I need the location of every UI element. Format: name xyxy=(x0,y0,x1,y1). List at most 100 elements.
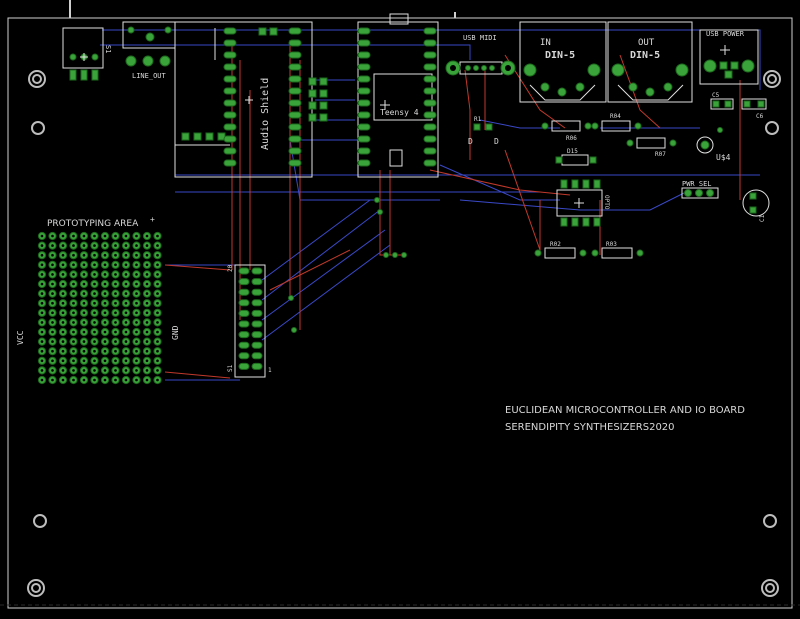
u4-label: U$4 xyxy=(716,153,731,162)
proto-pad-hole xyxy=(145,282,149,286)
proto-pad-hole xyxy=(114,369,117,372)
d-label-left: D xyxy=(468,137,473,146)
teensy-pads xyxy=(357,27,437,167)
capacitor-c1[interactable]: C1 xyxy=(742,189,770,222)
board-subtitle: SERENDIPITY SYNTHESIZERS2020 xyxy=(505,422,675,433)
teensy-module[interactable]: Teensy 4 xyxy=(357,13,439,178)
resistor-r1[interactable]: R1 D D xyxy=(468,116,499,146)
proto-pad-hole xyxy=(72,301,75,305)
din-in-label: IN xyxy=(540,38,551,48)
proto-pad-hole xyxy=(40,359,44,363)
din5-out-connector[interactable]: OUT DIN-5 xyxy=(607,21,693,103)
proto-pad-hole xyxy=(72,321,75,324)
optocoupler-ic[interactable]: OPTO xyxy=(556,179,610,227)
pwr-sel-label: PWR_SEL xyxy=(682,180,712,188)
proto-pad-hole xyxy=(145,340,149,343)
proto-pad-hole xyxy=(135,301,138,305)
proto-pad-hole xyxy=(72,282,75,286)
line-out-jack[interactable]: LINE_OUT xyxy=(122,21,176,80)
header-s1-label: S1 xyxy=(227,364,234,372)
usb-power-connector[interactable]: USB POWER xyxy=(699,29,759,85)
proto-pad-hole xyxy=(124,253,128,257)
shield-header-pads xyxy=(223,27,328,167)
proto-pad-hole xyxy=(93,292,96,295)
proto-pad-hole xyxy=(82,340,86,343)
resistor-r07[interactable]: R07 xyxy=(626,137,677,158)
proto-pad-hole xyxy=(114,340,117,343)
proto-pad-hole xyxy=(72,234,75,238)
resistor-r04[interactable]: R04 xyxy=(591,113,642,132)
header-pad xyxy=(251,341,263,349)
proto-pad-hole xyxy=(93,253,96,257)
proto-pad-hole xyxy=(145,321,149,324)
prototyping-area[interactable]: PROTOTYPING AREA + VCC GND xyxy=(16,215,180,385)
resistor-r02[interactable]: R02 xyxy=(534,241,587,259)
diode-d15[interactable]: D15 xyxy=(555,148,597,166)
proto-pad-hole xyxy=(114,359,117,363)
usb-midi-connector[interactable]: USB MIDI xyxy=(445,34,516,76)
proto-pad-hole xyxy=(145,253,149,257)
proto-pad-hole xyxy=(114,253,117,257)
resistor-r03[interactable]: R03 xyxy=(591,241,644,259)
opto-label: OPTO xyxy=(603,195,610,210)
din5-in-connector[interactable]: IN DIN-5 xyxy=(519,21,607,103)
resistor-r06[interactable]: R06 xyxy=(541,120,592,142)
pwr-sel-jumper[interactable]: PWR_SEL xyxy=(681,180,719,199)
proto-pad-hole xyxy=(124,244,128,247)
switch-s1[interactable]: S1 xyxy=(62,27,112,81)
ribbon-header[interactable]: 20 S1 1 xyxy=(227,264,272,378)
proto-pad-hole xyxy=(124,349,128,353)
proto-pad-hole xyxy=(61,359,65,363)
proto-pad-hole xyxy=(124,378,128,382)
proto-pad-hole xyxy=(61,253,65,257)
proto-pad-hole xyxy=(82,253,86,257)
c5-label: C5 xyxy=(712,92,720,99)
r1-label: R1 xyxy=(474,116,482,123)
proto-pad-hole xyxy=(145,292,149,295)
board-title: EUCLIDEAN MICROCONTROLLER AND IO BOARD xyxy=(505,405,745,416)
proto-pad-hole xyxy=(135,359,138,363)
proto-pad-hole xyxy=(61,234,65,238)
proto-pad-hole xyxy=(124,321,128,324)
s1-label: S1 xyxy=(104,45,112,53)
proto-pad-hole xyxy=(72,292,75,295)
header-pad xyxy=(251,309,263,317)
proto-pad-hole xyxy=(156,330,159,334)
proto-pad-hole xyxy=(145,301,149,305)
teensy-label: Teensy 4 xyxy=(380,108,419,117)
proto-pad-hole xyxy=(103,244,107,247)
proto-pad-hole xyxy=(82,234,86,238)
u4-component[interactable]: U$4 xyxy=(696,136,731,162)
proto-pad-hole xyxy=(156,282,159,286)
capacitor-c6[interactable]: C6 xyxy=(741,98,767,120)
proto-pad-hole xyxy=(124,263,128,267)
proto-pad-hole xyxy=(40,292,44,295)
proto-pad-hole xyxy=(145,311,149,315)
header-pin1-label: 1 xyxy=(268,367,272,374)
r07-label: R07 xyxy=(655,151,666,158)
proto-pad-hole xyxy=(156,311,159,315)
vias xyxy=(288,127,723,333)
proto-pad-hole xyxy=(61,273,65,276)
proto-pad-hole xyxy=(114,273,117,276)
proto-pad-hole xyxy=(40,263,44,267)
proto-pad-hole xyxy=(156,340,159,343)
header-pad xyxy=(238,288,250,296)
proto-pad-hole xyxy=(40,234,44,238)
proto-pad-hole xyxy=(114,244,117,247)
proto-pad-hole xyxy=(40,349,44,353)
proto-pad-hole xyxy=(135,263,138,267)
din-out-label: OUT xyxy=(638,38,655,48)
proto-pad-hole xyxy=(51,244,54,247)
capacitor-c5[interactable]: C5 xyxy=(710,92,734,110)
proto-pad-hole xyxy=(93,340,96,343)
proto-pad-hole xyxy=(145,369,149,372)
d15-label: D15 xyxy=(567,148,578,155)
proto-pad-hole xyxy=(135,234,138,238)
proto-pad-hole xyxy=(61,301,65,305)
proto-pad-hole xyxy=(51,292,54,295)
proto-pad-hole xyxy=(103,359,107,363)
proto-pad-hole xyxy=(124,330,128,334)
r06-label: R06 xyxy=(566,135,577,142)
